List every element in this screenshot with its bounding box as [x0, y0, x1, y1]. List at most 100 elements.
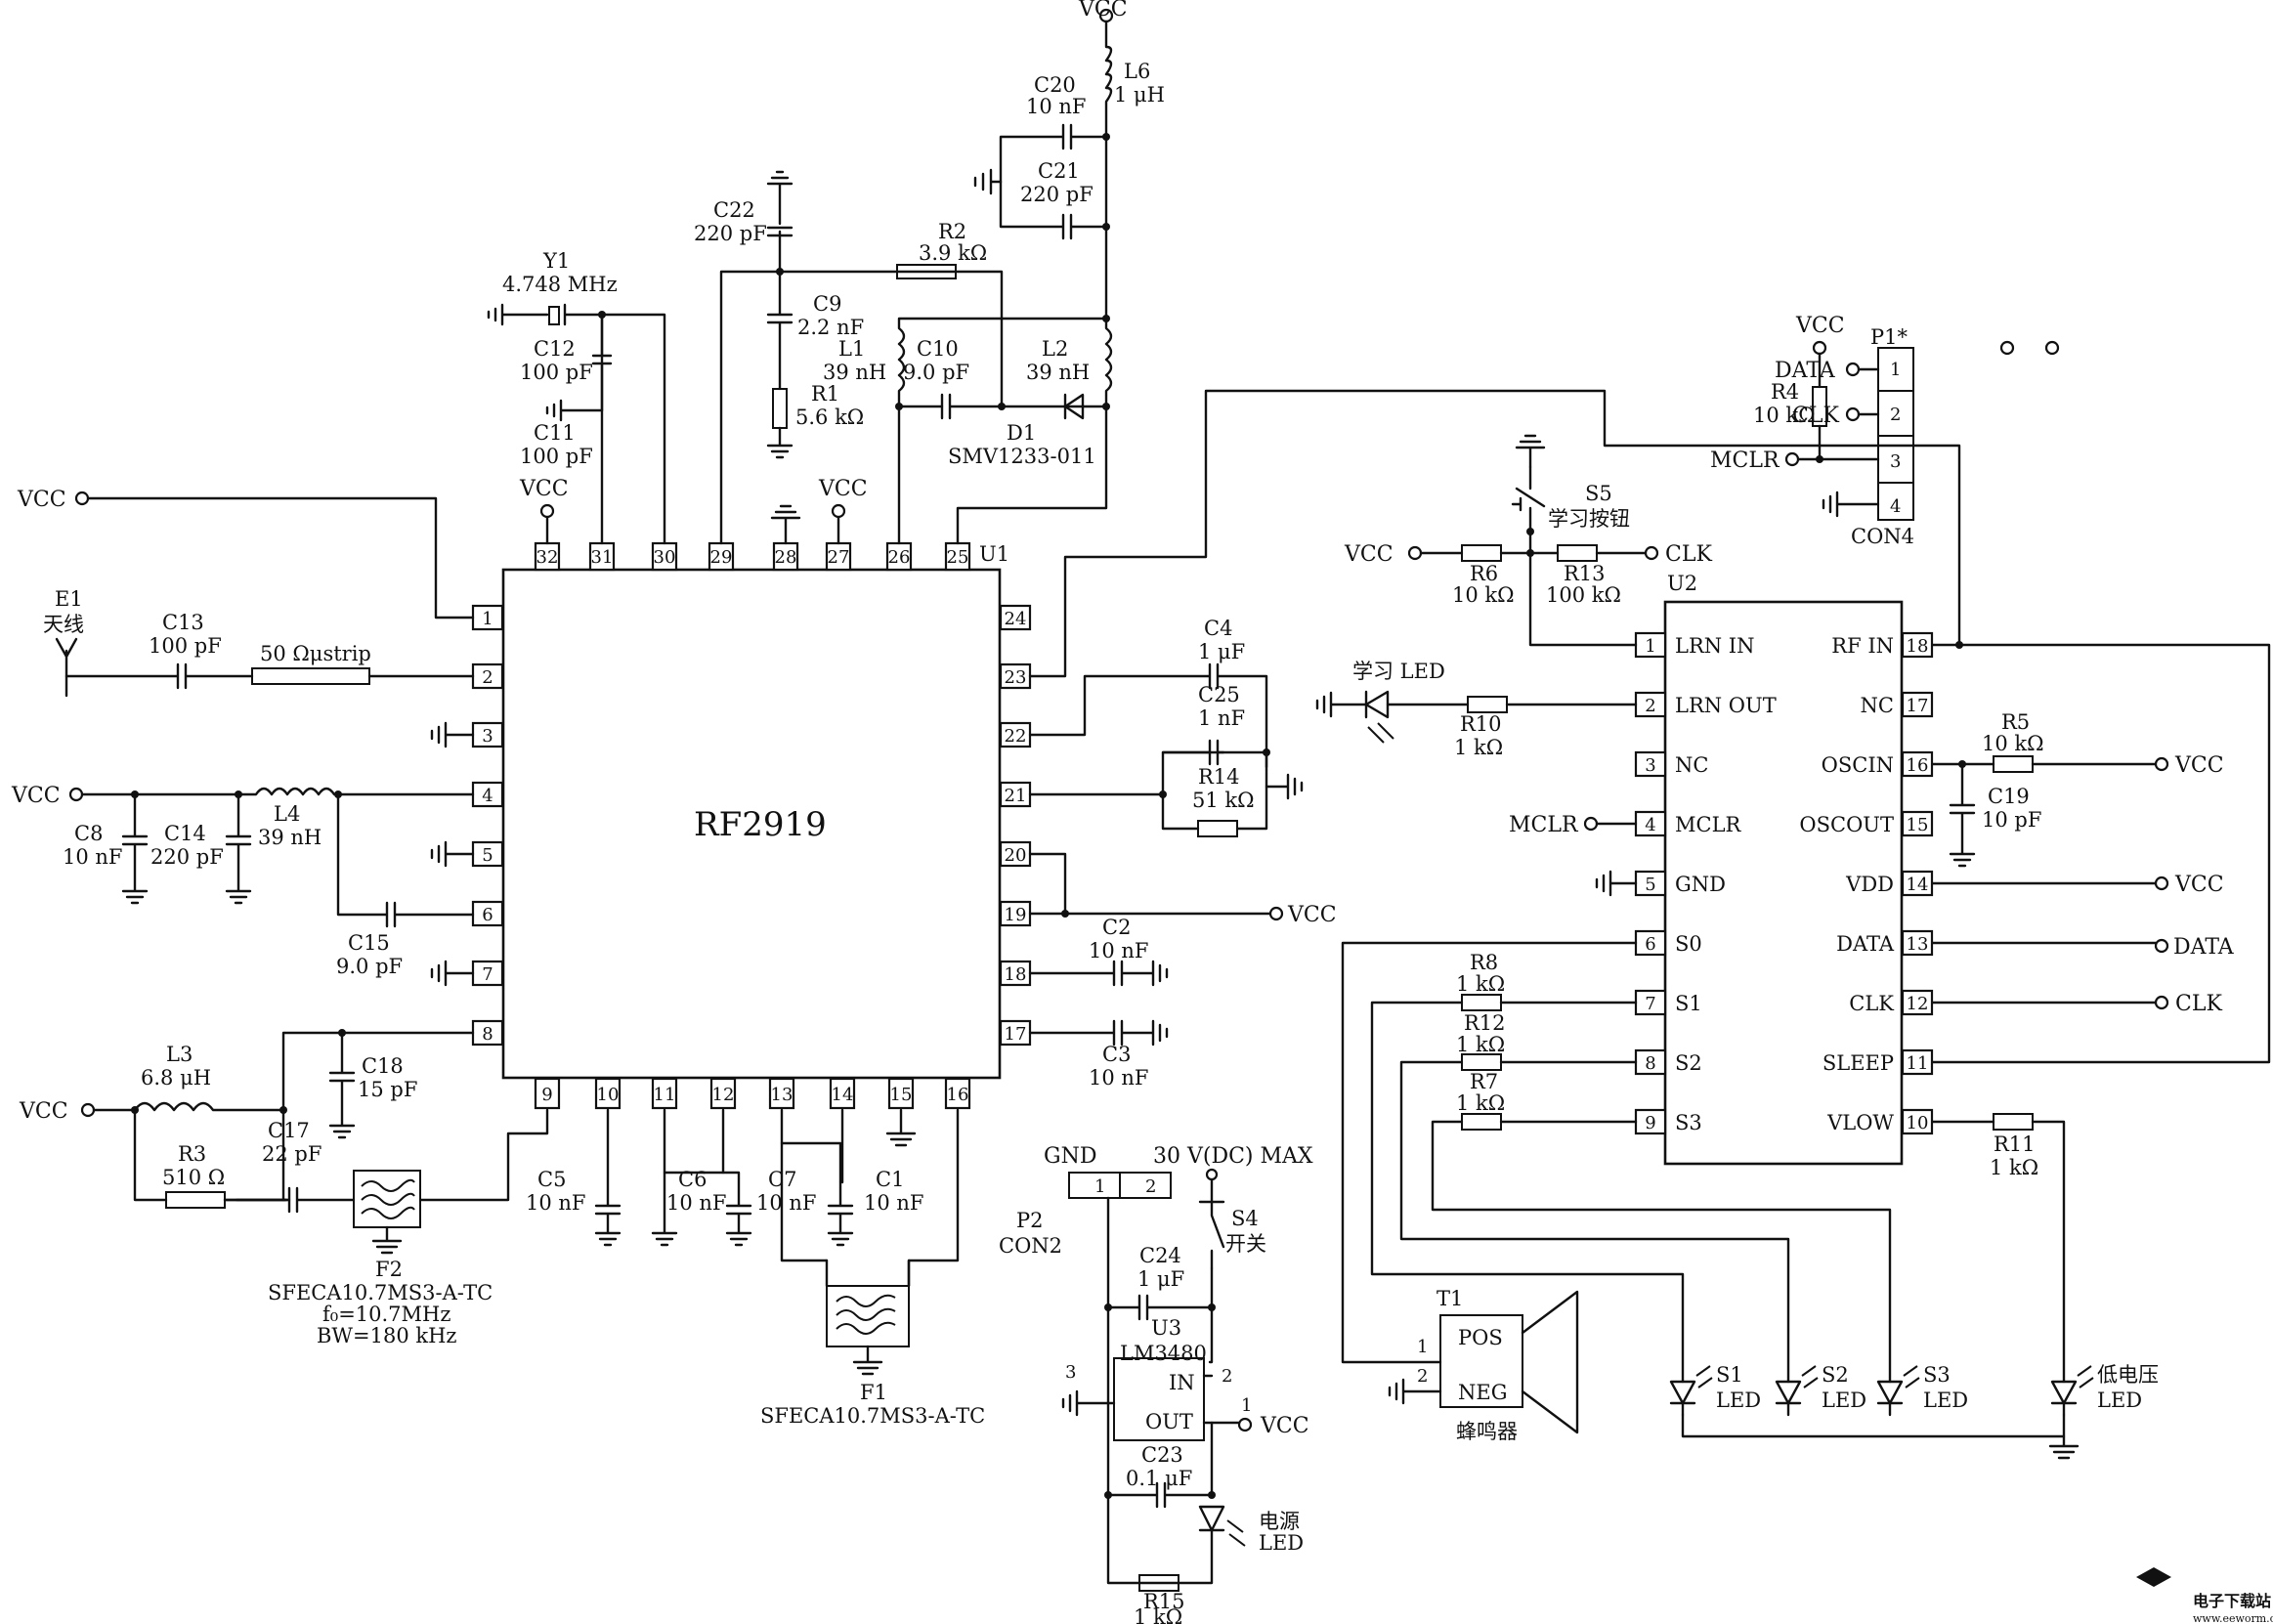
- p2-pin-2: 2: [1145, 1176, 1156, 1197]
- vcc-label-32: VCC: [519, 477, 569, 501]
- c19-value: 10 pF: [1982, 808, 2041, 832]
- c15-ref: C15: [348, 931, 390, 955]
- vcc-label-8: VCC: [19, 1099, 68, 1124]
- p1-pin-4: 4: [1890, 496, 1901, 517]
- u2-pin-box: [1634, 750, 1667, 778]
- l6-ref: L6: [1124, 60, 1150, 83]
- c2-ref: C2: [1102, 916, 1131, 939]
- c12-value: 100 pF: [520, 361, 593, 384]
- c23-ref: C23: [1141, 1443, 1183, 1467]
- r11-value: 1 kΩ: [1990, 1156, 2038, 1179]
- r14-ref: R14: [1198, 765, 1240, 789]
- p2-max-label: 30 V(DC) MAX: [1153, 1144, 1313, 1169]
- u3-pin-out: OUT: [1145, 1410, 1193, 1433]
- c5-value: 10 nF: [526, 1191, 586, 1215]
- p2-ref: P2: [1016, 1209, 1044, 1232]
- led-sublabel: LED: [1923, 1389, 1968, 1412]
- led-label: S1: [1716, 1363, 1743, 1387]
- p1-pin-3: 3: [1890, 451, 1901, 472]
- c11-ref: C11: [534, 421, 576, 445]
- u2-pin-label: NC: [1675, 753, 1708, 777]
- vcc-label-r4: VCC: [1795, 314, 1845, 338]
- t1-pin1: 1: [1417, 1337, 1428, 1357]
- vcc-label-1: VCC: [17, 488, 66, 512]
- c9-value: 2.2 nF: [797, 316, 864, 339]
- led-emission: [1695, 1365, 1713, 1389]
- f2-f0: f₀=10.7MHz: [322, 1303, 450, 1326]
- r5-ref: R5: [2001, 710, 2030, 734]
- led-symbol: [1876, 1380, 1904, 1405]
- u2-pin-label: GND: [1675, 873, 1726, 896]
- l3-value: 6.8 μH: [141, 1066, 211, 1090]
- c13-ref: C13: [162, 611, 204, 634]
- c10-ref: C10: [917, 337, 959, 361]
- u2-pin-number: 4: [1645, 815, 1655, 835]
- u1-pin-box: [651, 1077, 678, 1110]
- led-label: S2: [1822, 1363, 1849, 1387]
- led-sublabel: LED: [2097, 1389, 2142, 1412]
- u2-pin-label: S2: [1675, 1051, 1702, 1075]
- u1-pin-number: 21: [1005, 786, 1027, 806]
- u1-pin-box: [588, 541, 616, 572]
- c7-value: 10 nF: [756, 1191, 817, 1215]
- u1-pin-number: 6: [482, 905, 493, 925]
- u2-pin-label: SLEEP: [1823, 1051, 1894, 1075]
- led-emission: [1801, 1365, 1819, 1389]
- u2-pin-box: [1901, 691, 1934, 718]
- clk-label-r13: CLK: [1665, 542, 1712, 567]
- p1-ref: P1*: [1870, 325, 1908, 349]
- power-supply: GND 30 V(DC) MAX 1 2 P2 CON2 U3 LM3480 I…: [999, 1144, 1313, 1624]
- u1-pin-box: [944, 541, 971, 572]
- u1-pin-number: 30: [654, 547, 676, 568]
- u2-pin-number: 18: [1907, 636, 1929, 657]
- c23-value: 0.1 μF: [1126, 1467, 1192, 1490]
- u1-pin-box: [999, 604, 1032, 631]
- u2-pin-number: 12: [1907, 994, 1929, 1014]
- r12-value: 1 kΩ: [1456, 1033, 1505, 1056]
- u2-pin-number: 6: [1645, 934, 1655, 955]
- c9-ref: C9: [813, 292, 841, 316]
- vcc-label-r6: VCC: [1344, 542, 1394, 567]
- c10-value: 9.0 pF: [903, 361, 969, 384]
- u2-pin-number: 1: [1645, 636, 1655, 657]
- r3-ref: R3: [178, 1142, 206, 1166]
- u1-pin-box: [471, 662, 504, 690]
- r2-ref: R2: [938, 220, 966, 243]
- u2-pin-number: 8: [1645, 1053, 1655, 1074]
- e1-value: 天线: [43, 613, 84, 636]
- u1-pin-number: 1: [482, 609, 493, 629]
- r8-value: 1 kΩ: [1456, 972, 1505, 996]
- u2-pin-box: [1901, 750, 1934, 778]
- c21-ref: C21: [1038, 159, 1080, 183]
- c21-value: 220 pF: [1020, 183, 1094, 206]
- u1-pin-box: [534, 1077, 561, 1110]
- u1-pin-box: [471, 721, 504, 748]
- data-label-p1: DATA: [1775, 359, 1836, 383]
- u1-pin-number: 11: [654, 1085, 676, 1105]
- led-label: 低电压: [2097, 1363, 2159, 1387]
- r5-value: 10 kΩ: [1982, 732, 2044, 755]
- l2-ref: L2: [1042, 337, 1068, 361]
- c17-value: 22 pF: [262, 1142, 322, 1166]
- u1-part: RF2919: [694, 805, 827, 844]
- r13-value: 100 kΩ: [1546, 583, 1621, 607]
- u3-pin-3: 3: [1065, 1362, 1076, 1383]
- l4-ref: L4: [274, 802, 300, 826]
- led-sublabel: LED: [1822, 1389, 1866, 1412]
- mclr-label-u2: MCLR: [1509, 813, 1579, 837]
- c12-ref: C12: [534, 337, 576, 361]
- u1-pin-box: [471, 960, 504, 987]
- u1-pin-box: [887, 1077, 915, 1110]
- c2-value: 10 nF: [1089, 939, 1149, 962]
- s5-value: 学习按钮: [1548, 507, 1630, 531]
- u2-pin-box: [1634, 929, 1667, 957]
- c18-value: 15 pF: [358, 1078, 417, 1101]
- p1-pin-2: 2: [1890, 405, 1901, 425]
- p2-name: CON2: [999, 1234, 1062, 1258]
- u1-pin-number: 16: [947, 1085, 969, 1105]
- t1-pin2: 2: [1417, 1366, 1428, 1387]
- strip-label: 50 Ωμstrip: [260, 642, 371, 665]
- u1-pin-box: [944, 1077, 971, 1110]
